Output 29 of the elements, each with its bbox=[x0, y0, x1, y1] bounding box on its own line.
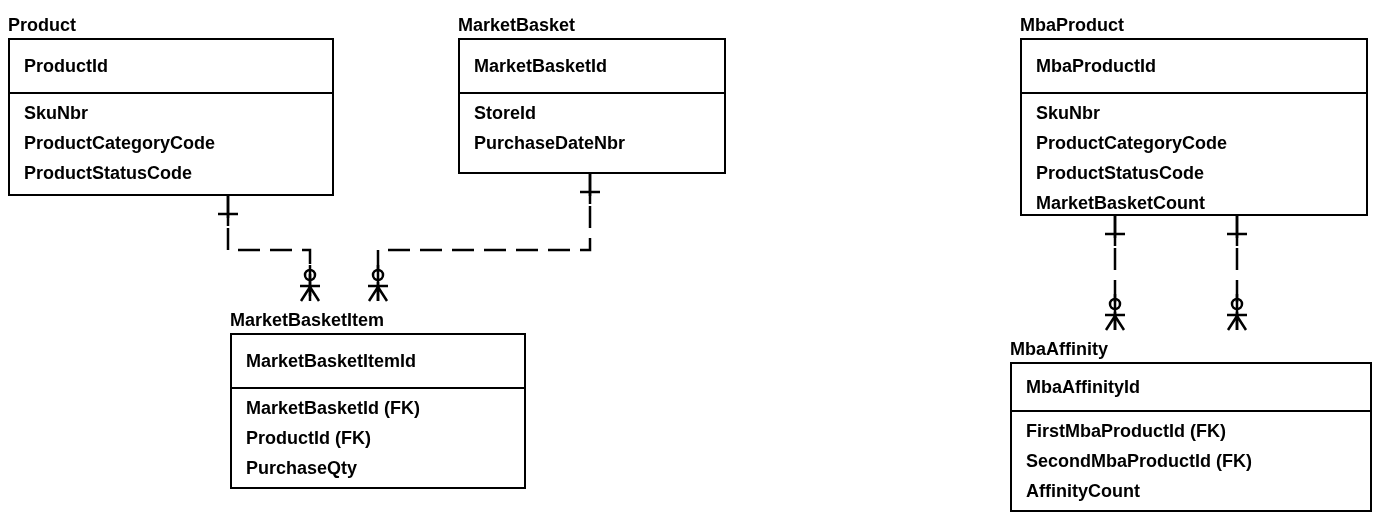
primary-key: ProductId bbox=[24, 55, 108, 77]
attribute: PurchaseQty bbox=[246, 457, 359, 479]
primary-key: MbaProductId bbox=[1036, 55, 1156, 77]
entity-name: MarketBasket bbox=[458, 14, 576, 36]
attribute: SkuNbr bbox=[24, 102, 89, 124]
entity-name: MbaAffinity bbox=[1010, 338, 1108, 360]
attribute: StoreId bbox=[474, 102, 537, 124]
attribute: AffinityCount bbox=[1026, 480, 1141, 502]
attribute: MarketBasketCount bbox=[1036, 192, 1207, 214]
primary-key: MarketBasketItemId bbox=[246, 350, 417, 372]
attribute: ProductId (FK) bbox=[246, 427, 372, 449]
relationship-line bbox=[1103, 214, 1127, 332]
attribute: SkuNbr bbox=[1036, 102, 1101, 124]
attribute: MarketBasketId (FK) bbox=[246, 397, 422, 419]
relationship-line bbox=[366, 172, 602, 303]
attribute: ProductCategoryCode bbox=[24, 132, 217, 154]
relationship-line bbox=[216, 194, 322, 303]
attribute: ProductStatusCode bbox=[1036, 162, 1205, 184]
attribute: FirstMbaProductId (FK) bbox=[1026, 420, 1227, 442]
attribute: ProductStatusCode bbox=[24, 162, 193, 184]
primary-key: MarketBasketId bbox=[474, 55, 608, 77]
attribute: SecondMbaProductId (FK) bbox=[1026, 450, 1253, 472]
entity-name: MbaProduct bbox=[1020, 14, 1124, 36]
entity-name: Product bbox=[8, 14, 76, 36]
attribute: PurchaseDateNbr bbox=[474, 132, 627, 154]
primary-key: MbaAffinityId bbox=[1026, 376, 1140, 398]
entity-name: MarketBasketItem bbox=[230, 309, 385, 331]
attribute: ProductCategoryCode bbox=[1036, 132, 1229, 154]
relationship-line bbox=[1225, 214, 1249, 332]
